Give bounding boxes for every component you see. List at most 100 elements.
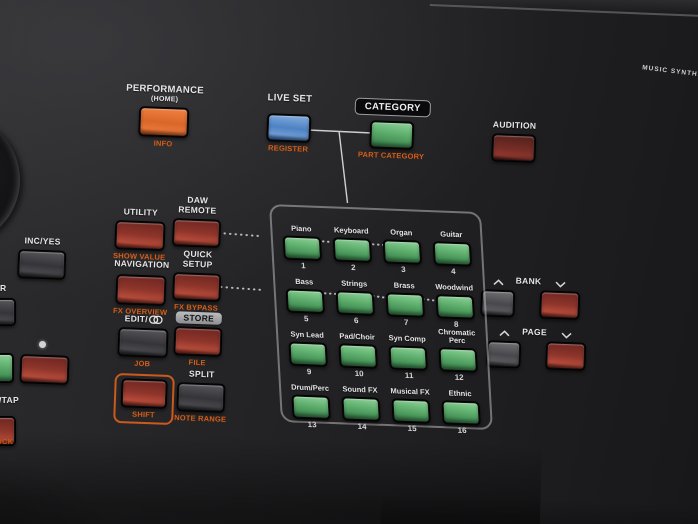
category-button-bass[interactable] <box>285 288 325 314</box>
category-number: 7 <box>403 317 409 328</box>
category-button-chromatic-perc[interactable] <box>438 347 478 373</box>
category-cell-piano: Piano 1 <box>276 216 329 271</box>
audition-label: AUDITION <box>492 119 537 131</box>
category-cell-musical-fx: Musical FX 15 <box>384 379 437 434</box>
category-number: 12 <box>454 372 464 383</box>
navigation-button[interactable] <box>115 273 167 306</box>
category-label: Bass <box>294 276 314 287</box>
bank-label: BANK <box>515 275 542 287</box>
edit-button[interactable] <box>117 326 169 358</box>
page-up-button[interactable] <box>486 339 522 369</box>
page-section: PAGE <box>486 326 587 371</box>
quick-setup-button[interactable] <box>172 271 222 302</box>
category-button-sound-fx[interactable] <box>341 396 381 422</box>
category-label: Pad/Choir <box>339 331 376 342</box>
category-label: Organ <box>390 227 413 238</box>
category-number: 10 <box>354 368 364 379</box>
performance-button[interactable] <box>138 106 190 138</box>
utility-label: UTILITY <box>123 206 159 218</box>
left-edge-label-fragment: R <box>0 283 7 293</box>
category-cell-guitar: Guitar 4 <box>426 222 479 277</box>
live-set-label: LIVE SET <box>267 92 313 105</box>
category-button-pad-choir[interactable] <box>338 343 378 369</box>
performance-sublabel: (HOME) <box>150 95 179 104</box>
split-button[interactable] <box>176 381 226 413</box>
tap-label-fragment: /TAP <box>0 395 19 405</box>
category-number: 5 <box>303 314 309 324</box>
category-label: Syn Comp <box>388 333 426 344</box>
category-cell-organ: Organ 3 <box>376 220 429 275</box>
shift-label: SHIFT <box>131 409 155 420</box>
category-button-keyboard[interactable] <box>332 237 373 263</box>
bottom-red-button[interactable] <box>19 354 70 385</box>
category-button-syn-lead[interactable] <box>288 341 328 367</box>
category-button-strings[interactable] <box>335 290 375 316</box>
live-set-button[interactable] <box>266 113 312 143</box>
category-button-organ[interactable] <box>382 239 423 265</box>
page-up-icon <box>499 330 510 337</box>
category-button-musical-fx[interactable] <box>391 398 431 424</box>
category-number: 15 <box>407 423 417 434</box>
category-number: 9 <box>306 367 312 377</box>
utility-button[interactable] <box>114 219 166 251</box>
store-section: STORE FILE <box>171 311 225 368</box>
category-cell-pad-choir: Pad/Choir 10 <box>331 324 384 379</box>
store-plate: STORE <box>175 311 223 325</box>
category-button-ethnic[interactable] <box>441 400 481 426</box>
category-section: CATEGORY PART CATEGORY <box>349 97 435 161</box>
category-label: Woodwind <box>435 282 474 293</box>
category-number: 3 <box>400 264 406 275</box>
category-label: Ethnic <box>448 388 472 399</box>
category-cell-woodwind: Woodwind 8 <box>429 275 482 330</box>
bank-down-button[interactable] <box>539 290 581 320</box>
category-label: Strings <box>341 278 368 289</box>
category-button-woodwind[interactable] <box>435 294 475 320</box>
category-grid: Piano 1 Keyboard 2 Organ 3 Guitar 4 Bass… <box>269 204 493 435</box>
inc-yes-label: INC/YES <box>24 235 61 247</box>
category-cell-strings: Strings 6 <box>329 271 382 326</box>
category-button-drum-perc[interactable] <box>291 394 331 420</box>
live-set-section: LIVE SET REGISTER <box>259 92 319 154</box>
category-button-guitar[interactable] <box>432 241 473 267</box>
status-led <box>39 341 46 348</box>
category-cell-ethnic: Ethnic 16 <box>434 381 487 436</box>
corner-shadow <box>0 450 140 524</box>
bank-down-icon <box>555 281 566 288</box>
category-label: Musical FX <box>390 386 430 397</box>
category-button-brass[interactable] <box>385 292 425 318</box>
performance-section: PERFORMANCE (HOME) INFO <box>117 83 211 149</box>
daw-remote-label-line2: REMOTE <box>178 204 217 216</box>
shift-button[interactable] <box>120 378 168 409</box>
category-number: 11 <box>404 370 414 381</box>
category-button[interactable] <box>369 120 415 150</box>
compare-icon <box>149 315 163 325</box>
category-label: Sound FX <box>342 384 378 395</box>
audition-section: AUDITION <box>487 119 540 163</box>
category-plate: CATEGORY <box>354 97 432 118</box>
daw-remote-button[interactable] <box>172 217 222 248</box>
category-button-syn-comp[interactable] <box>388 345 428 371</box>
category-label: Keyboard <box>333 225 369 236</box>
daw-remote-section: DAW REMOTE <box>169 195 225 248</box>
audition-button[interactable] <box>491 132 537 163</box>
category-label: Syn Lead <box>290 329 325 340</box>
category-cell-drum-perc: Drum/Perc 13 <box>284 375 337 430</box>
category-label: Brass <box>393 280 415 291</box>
category-label: Drum/Perc <box>290 382 330 394</box>
shift-section: SHIFT <box>113 372 175 426</box>
bank-up-icon <box>493 279 504 286</box>
category-cell-syn-comp: Syn Comp 11 <box>381 326 434 381</box>
page-down-button[interactable] <box>545 341 587 371</box>
category-button-piano[interactable] <box>282 235 323 261</box>
store-button[interactable] <box>173 326 223 357</box>
live-set-shift-label: REGISTER <box>267 143 309 154</box>
left-edge-green-button-partial[interactable] <box>0 353 14 383</box>
left-edge-button-partial[interactable] <box>0 298 16 326</box>
category-label: Chromatic Perc <box>437 327 476 346</box>
inc-yes-button[interactable] <box>17 248 67 280</box>
store-shift-label: FILE <box>188 357 206 368</box>
category-number: 6 <box>353 315 359 326</box>
split-label: SPLIT <box>188 368 215 380</box>
navigation-section: NAVIGATION FX OVERVIEW <box>111 258 171 317</box>
